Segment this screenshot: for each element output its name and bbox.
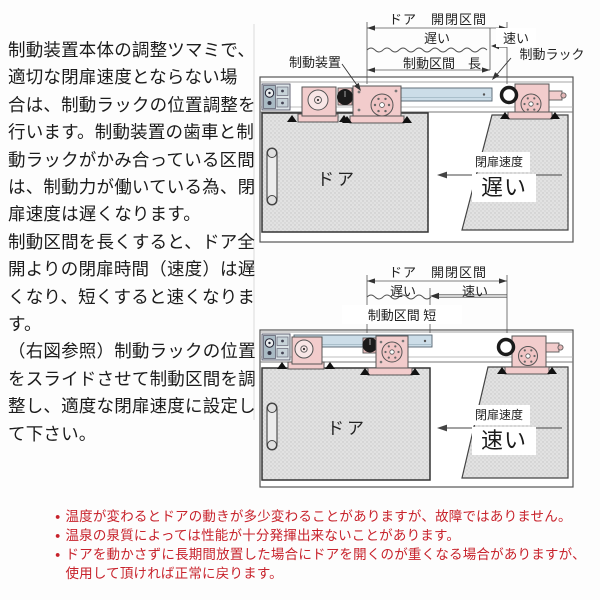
fast-zone-label: 速い — [496, 28, 536, 47]
fast-zone-label: 速い — [461, 284, 488, 299]
braking-device — [337, 85, 412, 124]
instruction-line: 合は、制動ラックの位置調整を — [8, 94, 256, 115]
diagram-short-drawing — [259, 275, 574, 488]
end-bracket — [261, 83, 291, 111]
braking-device — [360, 335, 420, 376]
bullet-icon: ● — [55, 511, 61, 522]
closing-speed-caption: 閉扉速度 — [468, 152, 530, 172]
instruction-line: 開よりの閉扉時間（速度）は遅 — [8, 259, 256, 280]
page-fold-line — [253, 24, 255, 420]
instruction-line: をスライドさせて制動区間を調 — [8, 368, 256, 389]
wavy-slow-zone-line — [366, 294, 432, 300]
instruction-line: くなり、短くすると速くなります。 — [8, 286, 256, 335]
end-bracket — [261, 333, 291, 361]
wavy-slow-zone-line — [366, 47, 488, 53]
braking-section-short-label: 制動区間 短 — [342, 305, 462, 324]
door-label: ドア — [317, 170, 357, 189]
dim-title-open-close-span: ドア 開閉区間 — [388, 265, 487, 280]
note-row: ● ドアを動かさずに長期間放置した場合にドアを開くのが重くなる場合がありますが、… — [55, 545, 595, 583]
rear-roller-device — [496, 335, 564, 375]
diagram-long-drawing — [259, 22, 574, 243]
slow-zone-label: 遅い — [423, 31, 450, 46]
diagram-long-braking-section: ドア 開閉区間 遅い 速い 制動区間 長 制動装置 制動ラック ドア 閉扉速度 … — [258, 8, 600, 260]
instruction-line: 扉速度は遅くなります。 — [8, 204, 201, 225]
door-label: ドア — [327, 419, 367, 438]
hanger-roller — [287, 86, 349, 123]
note-row: ● 温泉の泉質によっては性能が十分発揮出来ないことがあります。 — [55, 526, 595, 545]
bullet-icon: ● — [55, 549, 61, 560]
note-text: ドアを動かさずに長期間放置した場合にドアを開くのが重くなる場合がありますが、使用… — [65, 547, 586, 581]
bullet-icon: ● — [55, 530, 61, 541]
instruction-line: て下さい。 — [8, 423, 97, 444]
dimension-lines — [366, 22, 508, 84]
instruction-line: 動ラックがかみ合っている区間 — [8, 149, 255, 170]
instruction-line: 整し、適度な閉扉速度に設定し — [8, 396, 256, 417]
door-panel — [261, 367, 431, 481]
door-panel — [261, 112, 429, 233]
instruction-text: 制動装置本体の調整ツマミで、適切な閉扉速度とならない場合は、制動ラックの位置調整… — [8, 37, 260, 448]
instruction-line: 行います。制動装置の歯車と制 — [8, 122, 255, 143]
note-text: 温泉の泉質によっては性能が十分発揮出来ないことがあります。 — [65, 528, 461, 543]
closing-speed-caption: 閉扉速度 — [468, 405, 530, 425]
instruction-line: は、制動力が働いている為、閉 — [8, 177, 256, 198]
braking-device-label: 制動装置 — [288, 55, 341, 70]
instruction-line: （右図参照）制動ラックの位置 — [8, 341, 256, 362]
slow-zone-label: 遅い — [389, 284, 416, 299]
closing-speed-value-slow: 遅い — [472, 174, 536, 202]
hanger-roller — [277, 336, 335, 370]
caution-notes: ● 温度が変わるとドアの動きが多少変わることがありますが、故障ではありません。 … — [55, 507, 595, 583]
closing-speed-value-fast: 速い — [472, 427, 536, 455]
note-row: ● 温度が変わるとドアの動きが多少変わることがありますが、故障ではありません。 — [55, 507, 595, 526]
instruction-line: 制動区間を長くすると、ドア全 — [8, 231, 256, 252]
instruction-line: 適切な閉扉速度とならない場 — [8, 67, 238, 88]
dim-title-open-close-span: ドア 開閉区間 — [388, 12, 487, 27]
diagram-short-braking-section: ドア 開閉区間 遅い 速い 制動区間 短 ドア 閉扉速度 速い — [258, 261, 600, 513]
braking-section-long-label: 制動区間 長 — [402, 56, 481, 71]
instruction-line: 制動装置本体の調整ツマミで、 — [8, 40, 256, 60]
braking-rack-label: 制動ラック — [519, 47, 585, 62]
rear-roller-device — [499, 83, 567, 120]
note-text: 温度が変わるとドアの動きが多少変わることがありますが、故障ではありません。 — [65, 509, 572, 524]
leader-lines — [341, 57, 512, 91]
